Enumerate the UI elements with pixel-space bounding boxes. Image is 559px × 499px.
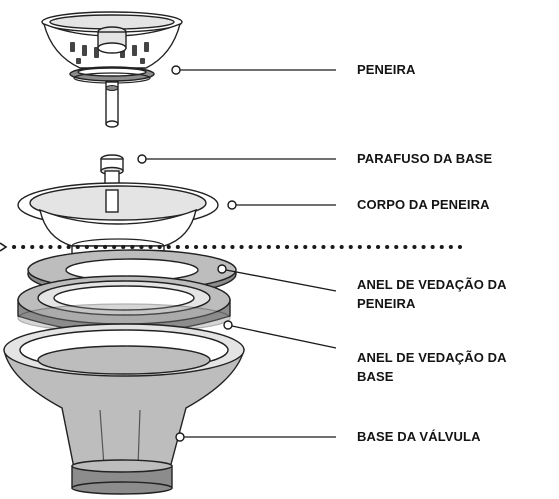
label-valve-base: BASE DA VÁLVULA: [357, 429, 481, 444]
label-strainer-seal-line2: PENEIRA: [357, 296, 416, 311]
leader-lines: [137, 65, 337, 442]
base-screw-illustration: [100, 154, 124, 211]
strainer-illustration: [41, 11, 183, 128]
sink-level-dotted-line: [0, 242, 462, 252]
label-strainer-seal-line1: ANEL DE VEDAÇÃO DA: [357, 277, 507, 292]
base-seal-illustration: [17, 275, 231, 334]
label-base-seal-line2: BASE: [357, 369, 394, 384]
label-base-screw: PARAFUSO DA BASE: [357, 151, 493, 166]
label-strainer: PENEIRA: [357, 62, 416, 77]
label-strainer-body: CORPO DA PENEIRA: [357, 197, 490, 212]
label-base-seal-line1: ANEL DE VEDAÇÃO DA: [357, 350, 507, 365]
valve-base-illustration: [3, 323, 245, 495]
